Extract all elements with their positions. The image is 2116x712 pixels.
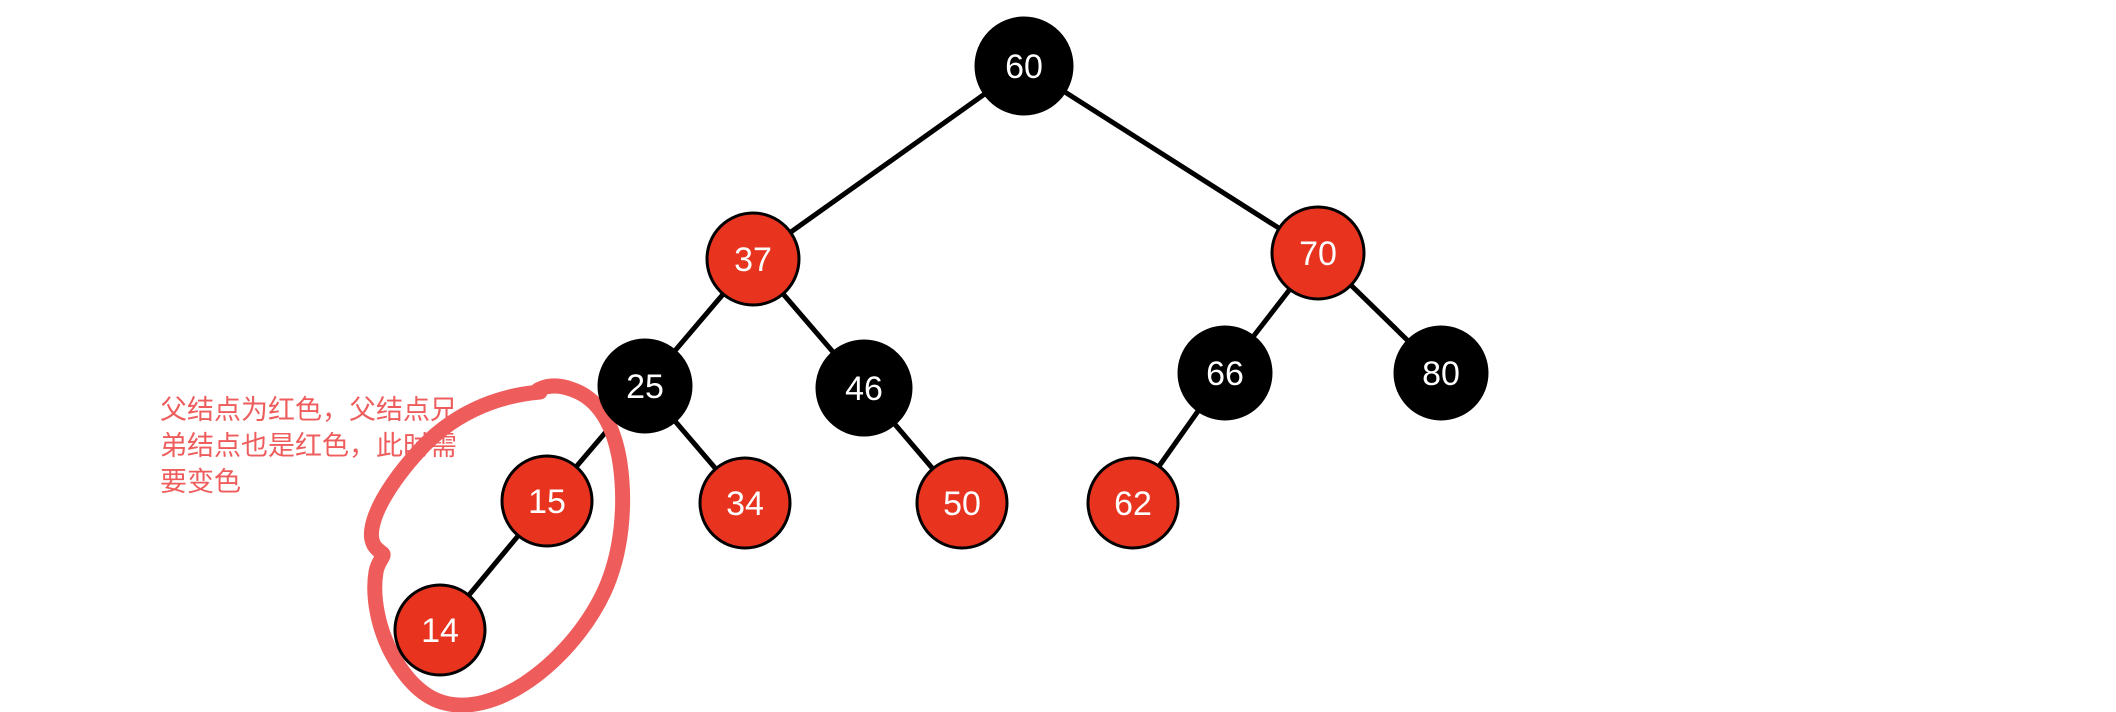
tree-node-50[interactable]: 50: [915, 456, 1009, 550]
node-label: 70: [1299, 235, 1337, 273]
tree-node-14[interactable]: 14: [393, 583, 487, 677]
node-label: 34: [726, 485, 764, 523]
hand-drawn-oval-icon: [363, 378, 631, 712]
node-circle: [500, 454, 594, 548]
node-circle: [393, 583, 487, 677]
tree-node-37[interactable]: 37: [705, 211, 801, 307]
tree-node-15[interactable]: 15: [500, 454, 594, 548]
tree-node-70[interactable]: 70: [1270, 205, 1366, 301]
node-label: 80: [1422, 355, 1460, 393]
tree-edges: [438, 63, 1443, 632]
node-label: 62: [1114, 485, 1152, 523]
node-circle: [1270, 205, 1366, 301]
node-circle: [597, 338, 693, 434]
node-circle: [1177, 325, 1273, 421]
node-label: 50: [943, 485, 981, 523]
annotation-label: 父结点为红色，父结点兄弟结点也是红色，此时需要变色: [160, 395, 457, 498]
tree-node-34[interactable]: 34: [698, 456, 792, 550]
node-label: 14: [421, 612, 459, 650]
tree-node-80[interactable]: 80: [1393, 325, 1489, 421]
tree-node-25[interactable]: 25: [597, 338, 693, 434]
tree-nodes: 60 37 70 25 46 66 80 15 34 50 62 14: [393, 16, 1489, 677]
tree-node-62[interactable]: 62: [1086, 456, 1180, 550]
node-circle: [915, 456, 1009, 550]
node-circle: [705, 211, 801, 307]
node-circle: [815, 339, 913, 437]
node-circle: [698, 456, 792, 550]
node-label: 25: [626, 368, 664, 406]
node-label: 46: [845, 370, 883, 408]
node-label: 15: [528, 483, 566, 521]
node-circle: [1393, 325, 1489, 421]
tree-node-46[interactable]: 46: [815, 339, 913, 437]
tree-node-66[interactable]: 66: [1177, 325, 1273, 421]
node-circle: [974, 16, 1074, 116]
node-label: 60: [1005, 48, 1043, 86]
annotation-highlight: [363, 378, 631, 712]
tree-edge: [751, 63, 1026, 262]
node-label: 37: [734, 241, 772, 279]
tree-node-60[interactable]: 60: [974, 16, 1074, 116]
node-label: 66: [1206, 355, 1244, 393]
tree-edge: [1022, 63, 1320, 256]
node-circle: [1086, 456, 1180, 550]
